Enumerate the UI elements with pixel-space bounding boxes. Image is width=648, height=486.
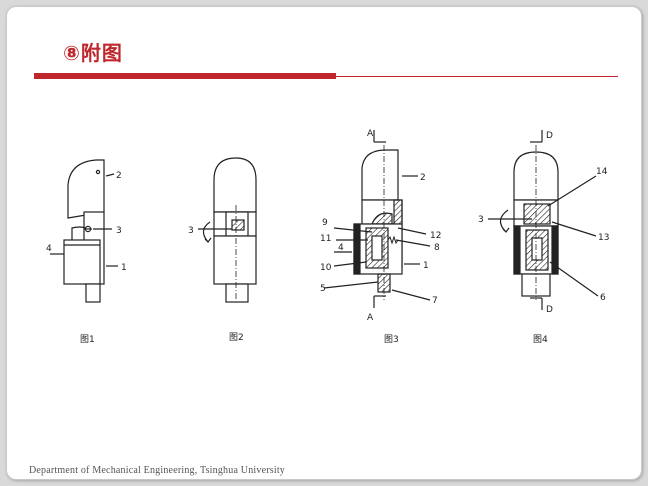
figure-1 (50, 159, 118, 303)
figure-2 (198, 157, 257, 303)
fig2-label-3: 3 (188, 226, 194, 236)
fig4-label-d-bottom: D (546, 305, 553, 315)
figure-4-caption: 图4 (533, 334, 548, 345)
figure-3-caption: 图3 (384, 334, 399, 345)
slide-title: ⑧附图 (63, 41, 123, 65)
title-underline-thin (336, 76, 618, 77)
fig3-label-a-bottom: A (367, 313, 374, 323)
title-underline-thick (34, 73, 336, 79)
fig3-label-2: 2 (420, 173, 426, 183)
fig3-label-11: 11 (320, 234, 331, 244)
figure-1-caption: 图1 (80, 334, 95, 345)
fig4-label-3: 3 (478, 215, 484, 225)
fig3-label-4: 4 (338, 243, 344, 253)
fig1-label-3: 3 (116, 226, 122, 236)
figure-3 (323, 130, 431, 308)
fig1-label-2: 2 (116, 171, 122, 181)
fig3-label-9: 9 (322, 218, 328, 228)
fig4-label-14: 14 (596, 167, 608, 177)
fig3-label-1: 1 (423, 261, 429, 271)
fig1-label-1: 1 (121, 263, 127, 273)
figure-4 (488, 130, 599, 310)
fig3-label-10: 10 (320, 263, 332, 273)
fig3-label-7: 7 (432, 296, 438, 306)
footer-text: Department of Mechanical Engineering, Ts… (29, 465, 285, 476)
figure-2-caption: 图2 (229, 332, 244, 343)
fig4-label-13: 13 (598, 233, 609, 243)
fig4-label-6: 6 (600, 293, 606, 303)
fig3-label-8: 8 (434, 243, 440, 253)
fig3-label-12: 12 (430, 231, 441, 241)
fig4-label-d-top: D (546, 131, 553, 141)
fig3-label-a-top: A (367, 129, 374, 139)
fig3-label-5: 5 (320, 284, 326, 294)
fig1-label-4: 4 (46, 244, 52, 254)
